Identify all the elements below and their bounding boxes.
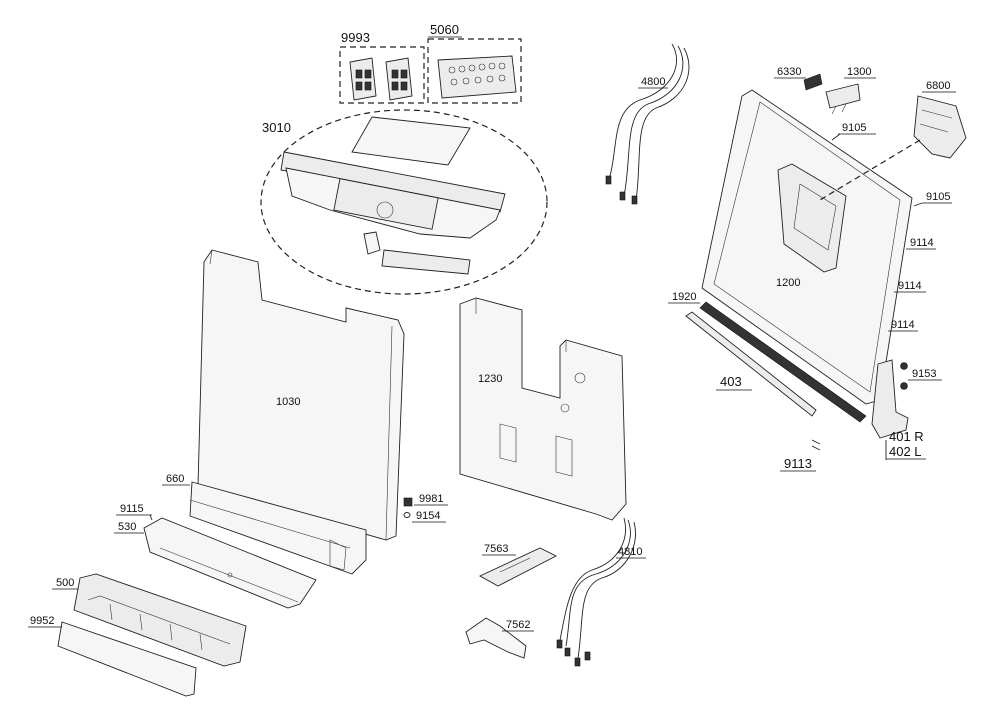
part-9993-group: 9993 bbox=[339, 30, 425, 104]
callout-9113: 9113 bbox=[784, 456, 812, 471]
callout-1300: 1300 bbox=[847, 66, 871, 78]
callout-9981: 9981 bbox=[419, 493, 443, 505]
callout-1030: 1030 bbox=[276, 396, 300, 408]
callout-6800: 6800 bbox=[926, 80, 950, 92]
callout-9115: 9115 bbox=[120, 503, 144, 515]
callout-1200: 1200 bbox=[776, 277, 800, 289]
callout-9105-right: 9105 bbox=[926, 191, 950, 203]
callout-3010: 3010 bbox=[262, 120, 291, 135]
callout-9105-top: 9105 bbox=[842, 122, 866, 134]
part-3010-control-panel-assembly: 3010 bbox=[260, 109, 548, 295]
callout-5060: 5060 bbox=[430, 22, 459, 37]
part-660-insulation-strip: 660 bbox=[162, 473, 367, 575]
callout-9993: 9993 bbox=[341, 30, 370, 45]
callout-7563: 7563 bbox=[484, 543, 508, 555]
panel-button-strip bbox=[381, 249, 471, 275]
part-9952-kickplate: 9952 bbox=[28, 615, 197, 697]
callout-4810: 4810 bbox=[618, 546, 642, 558]
callout-6330: 6330 bbox=[777, 66, 801, 78]
part-9993-clip-right bbox=[385, 57, 413, 101]
callout-9154: 9154 bbox=[416, 510, 440, 522]
part-6800-dispenser: 6800 bbox=[819, 80, 967, 201]
callout-9153: 9153 bbox=[912, 368, 936, 380]
part-9993-clip-left bbox=[349, 57, 377, 101]
part-9981-9154: 9981 9154 bbox=[403, 493, 448, 523]
part-1030-outer-door-panel: 1030 bbox=[197, 249, 405, 541]
part-401-402-hinge: 9153 401 R 402 L bbox=[871, 359, 942, 460]
callout-500: 500 bbox=[56, 577, 74, 589]
callout-530: 530 bbox=[118, 521, 136, 533]
part-530-bracket: 530 9115 bbox=[114, 503, 317, 609]
part-5060-group: 5060 bbox=[427, 22, 522, 104]
part-4800-wire-harness: 4800 bbox=[605, 43, 690, 205]
part-7563: 7563 bbox=[479, 543, 557, 587]
callout-7562: 7562 bbox=[506, 619, 530, 631]
callout-9114-c: 9114 bbox=[891, 319, 915, 331]
part-403-rail: 403 bbox=[685, 311, 817, 417]
callout-660: 660 bbox=[166, 473, 184, 485]
panel-cover bbox=[351, 116, 471, 166]
callout-403: 403 bbox=[720, 374, 742, 389]
part-500-kickplate-frame: 500 bbox=[52, 573, 247, 667]
part-1230-insulation-pad: 1230 bbox=[459, 297, 627, 521]
callout-9952: 9952 bbox=[30, 615, 54, 627]
callout-1920: 1920 bbox=[672, 291, 696, 303]
part-1200-inner-door: 1200 bbox=[701, 89, 913, 405]
callout-9114-b: 9114 bbox=[898, 280, 922, 292]
callout-1230: 1230 bbox=[478, 373, 502, 385]
part-6330-1300: 6330 1300 bbox=[774, 66, 876, 115]
part-9113: 9113 bbox=[780, 439, 821, 472]
part-1920-seal: 1920 bbox=[668, 291, 867, 423]
callouts-9114: 9114 9114 9114 bbox=[888, 237, 936, 332]
part-7562: 7562 bbox=[465, 617, 534, 659]
callout-4800: 4800 bbox=[641, 76, 665, 88]
part-4810-wire-harness: 4810 bbox=[556, 517, 646, 667]
callout-9114-a: 9114 bbox=[910, 237, 934, 249]
panel-knob-cap bbox=[363, 231, 381, 255]
panel-top-strip bbox=[280, 151, 506, 213]
callout-402l: 402 L bbox=[889, 444, 922, 459]
callout-401r: 401 R bbox=[889, 429, 924, 444]
callouts-9105: 9105 9105 bbox=[831, 122, 952, 207]
